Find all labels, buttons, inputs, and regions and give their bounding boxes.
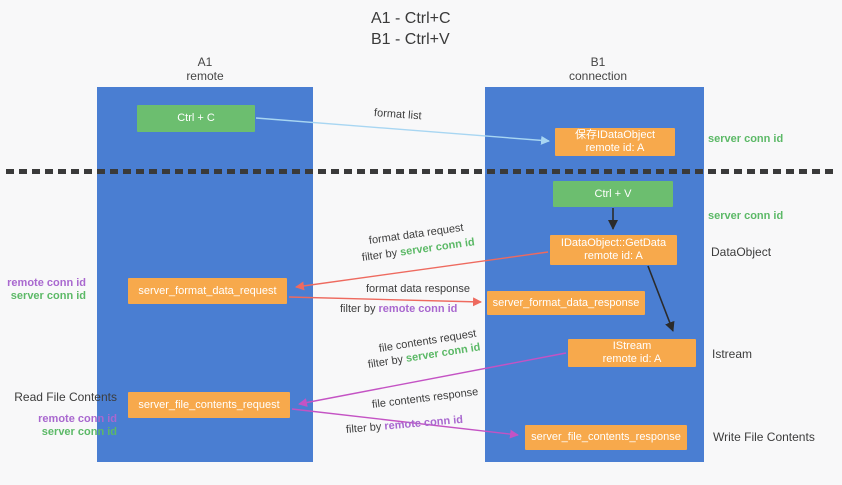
server-format-data-request-box: server_format_data_request [128, 278, 287, 304]
filter-by-text: filter by [345, 420, 382, 436]
filter-key-text: remote conn id [378, 303, 458, 315]
read-file-contents-label: Read File Contents [14, 390, 117, 404]
server-conn-id-label: server conn id [41, 426, 117, 438]
filter-key-text: remote conn id [383, 413, 464, 433]
server-format-data-response-box: server_format_data_response [487, 291, 645, 315]
server-conn-id-label: server conn id [10, 290, 86, 302]
server-conn-id-label-top: server conn id [708, 133, 784, 145]
ctrl-c-box: Ctrl + C [137, 105, 255, 132]
format-data-response-arrow [288, 296, 482, 307]
remote-conn-id-label: remote conn id [7, 277, 86, 289]
getdata-line2: remote id: A [584, 250, 643, 262]
server-file-contents-response-box: server_file_contents_response [525, 425, 687, 450]
ctrl-v-box: Ctrl + V [553, 181, 673, 207]
istream-box: IStream remote id: A [568, 339, 696, 367]
filter-by-text: filter by [367, 353, 404, 371]
lifeline-b1-name: B1 [590, 55, 606, 69]
server-format-data-request-label: server_format_data_request [138, 284, 277, 297]
server-file-contents-request-label: server_file_contents_request [138, 398, 280, 411]
lifeline-header-a1: A1 remote [145, 55, 265, 83]
remote-conn-id-label: remote conn id [38, 413, 117, 425]
ctrl-c-label: Ctrl + C [177, 112, 215, 124]
server-format-data-response-label: server_format_data_response [492, 296, 640, 309]
lifeline-a1-name: A1 [197, 55, 213, 69]
lifeline-b1-role: connection [568, 69, 628, 83]
file-contents-response-label: file contents response [371, 386, 479, 411]
diagram-title: A1 - Ctrl+C B1 - Ctrl+V [371, 8, 451, 50]
getdata-box: IDataObject::GetData remote id: A [550, 235, 677, 265]
left-conn-id-block-1: remote conn id server conn id [0, 277, 86, 303]
lifeline-a1-role: remote [186, 69, 224, 83]
ctrl-v-label: Ctrl + V [594, 187, 632, 200]
title-line-2: B1 - Ctrl+V [371, 31, 450, 48]
format-list-label: format list [373, 107, 422, 123]
filter-by-text: filter by [361, 247, 398, 264]
dataobject-label: DataObject [711, 245, 772, 259]
istream-line1: IStream [612, 340, 652, 352]
istream-line2: remote id: A [602, 353, 662, 365]
save-dataobject-line2: remote id: A [585, 142, 645, 154]
format-data-response-label: format data response [366, 283, 470, 295]
lifeline-header-b1: B1 connection [538, 55, 658, 83]
write-file-contents-label: Write File Contents [713, 430, 815, 444]
save-dataobject-box: 保存IDataObject remote id: A [555, 128, 675, 156]
server-file-contents-request-box: server_file_contents_request [128, 392, 290, 418]
save-dataobject-line1: 保存IDataObject [574, 129, 656, 141]
getdata-line1: IDataObject::GetData [560, 237, 667, 249]
format-data-response-filter-label: filter by remote conn id [340, 303, 457, 315]
filter-by-text: filter by [340, 303, 376, 315]
istream-side-label: Istream [712, 347, 753, 361]
dashed-divider [6, 169, 836, 174]
file-contents-response-filter-label: filter by remote conn id [345, 414, 463, 436]
server-file-contents-response-label: server_file_contents_response [531, 431, 681, 443]
left-conn-id-block-2: Read File Contents remote conn id server… [0, 391, 117, 439]
title-line-1: A1 - Ctrl+C [371, 10, 451, 27]
server-conn-id-label-mid: server conn id [708, 210, 784, 222]
